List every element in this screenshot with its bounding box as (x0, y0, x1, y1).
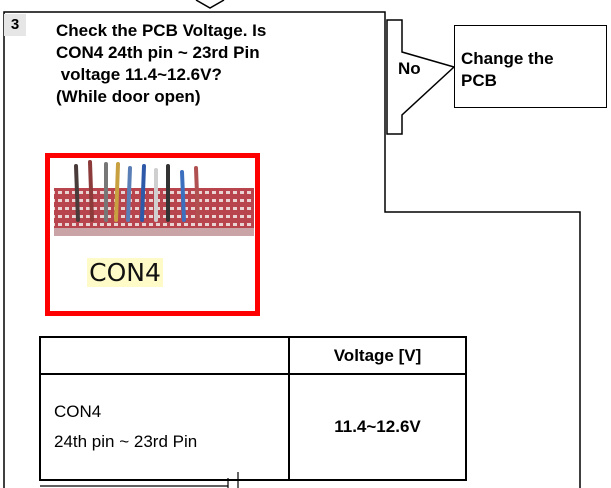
action-line: PCB (461, 70, 606, 92)
table-header-cell (40, 337, 289, 374)
table-header-row: Voltage [V] (40, 337, 466, 374)
table-row-value: 11.4~12.6V (289, 374, 466, 480)
step-number-badge: 3 (4, 14, 26, 36)
connector-label-text: CON4 (87, 258, 163, 287)
no-branch-label: No (398, 59, 421, 79)
question-line: CON4 24th pin ~ 23rd Pin (56, 42, 386, 64)
action-box: Change the PCB (454, 25, 607, 108)
action-line: Change the (461, 48, 606, 70)
action-text: Change the PCB (455, 26, 606, 92)
table-row-label: CON4 24th pin ~ 23rd Pin (40, 374, 289, 480)
incoming-arrow (196, 0, 224, 8)
question-line: voltage 11.4~12.6V? (56, 64, 386, 86)
row-label-line: 24th pin ~ 23rd Pin (54, 427, 288, 457)
connector-label: CON4 (50, 258, 200, 287)
question-line: Check the PCB Voltage. Is (56, 20, 386, 42)
table-header-cell: Voltage [V] (289, 337, 466, 374)
connector-photo (50, 158, 255, 311)
table-row: CON4 24th pin ~ 23rd Pin 11.4~12.6V (40, 374, 466, 480)
row-label-line: CON4 (54, 397, 288, 427)
connector-photo-frame (45, 153, 260, 316)
question-text: Check the PCB Voltage. Is CON4 24th pin … (56, 20, 386, 108)
question-line: (While door open) (56, 86, 386, 108)
voltage-table: Voltage [V] CON4 24th pin ~ 23rd Pin 11.… (39, 336, 467, 481)
